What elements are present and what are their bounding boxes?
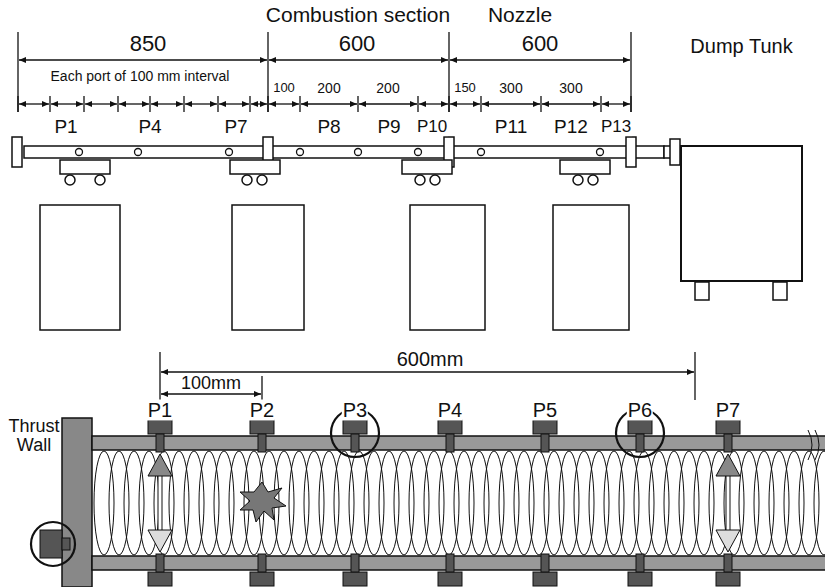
port-label: P8 [316,117,341,137]
section-label: Combustion section [265,4,451,26]
dimension: 600mm [396,349,465,370]
dimension: 100mm [180,374,242,393]
tank-label: Dump Tunk [690,35,792,58]
dimension: 600 [338,32,377,55]
port-label: P2 [249,400,275,421]
port-label: P7 [223,117,248,137]
port-label: P1 [147,400,173,421]
port-label: P1 [53,117,78,137]
tank-box: Dump Tunk [680,145,803,282]
port-label: P13 [600,118,632,136]
port-label: P5 [532,400,558,421]
dimension: 300 [558,81,583,96]
part-label: Thrust Wall [4,417,64,455]
dimension: 200 [316,81,341,96]
note: Each port of 100 mm interval [50,69,231,84]
port-label: P4 [137,117,162,137]
dimension: 150 [453,81,477,95]
dimension: 600 [521,32,560,55]
port-label: P3 [342,400,368,421]
port-label: P12 [553,117,589,137]
port-label: P6 [627,400,653,421]
dimension: 100 [272,81,296,95]
section-label: Nozzle [487,4,553,26]
port-label: P9 [376,117,401,137]
dimension: 200 [375,81,400,96]
port-label: P10 [416,118,448,136]
port-label: P11 [494,117,528,137]
port-label: P7 [715,400,741,421]
dimension: 300 [498,81,523,96]
dimension: 850 [129,32,168,55]
port-label: P4 [437,400,463,421]
